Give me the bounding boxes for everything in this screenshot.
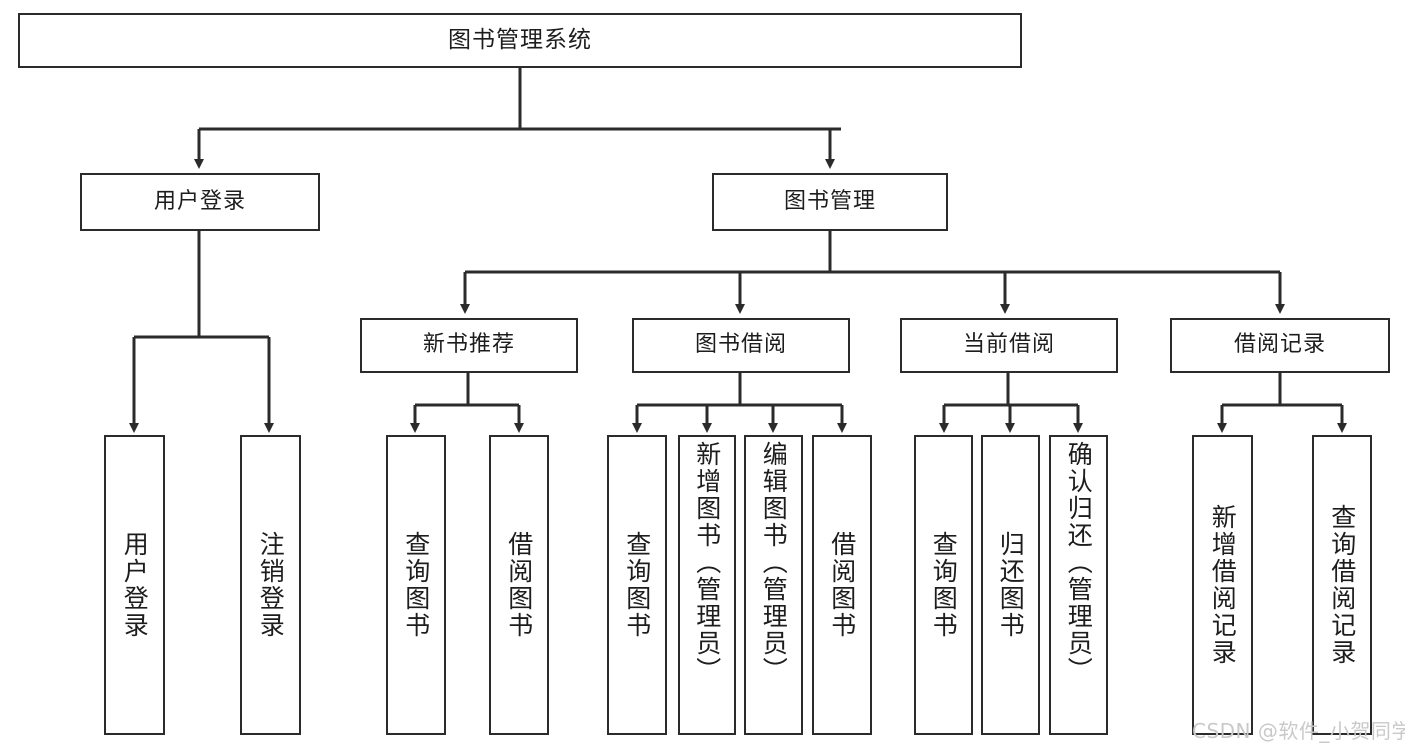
node-leaf-add-book-admin[interactable]: 新增图书（管理员） — [678, 435, 736, 735]
node-leaf-borrow-book-2[interactable]: 借阅图书 — [812, 435, 872, 735]
node-leaf-borrow-book-1[interactable]: 借阅图书 — [489, 435, 549, 735]
node-root[interactable]: 图书管理系统 — [18, 13, 1022, 68]
node-leaf-borrow-book-1-label: 借阅图书 — [504, 531, 534, 639]
node-book-manage[interactable]: 图书管理 — [712, 173, 948, 231]
node-leaf-query-book-1[interactable]: 查询图书 — [386, 435, 446, 735]
node-leaf-borrow-book-2-label: 借阅图书 — [827, 531, 857, 639]
node-leaf-query-book-2-label: 查询图书 — [622, 531, 652, 639]
node-user-login[interactable]: 用户登录 — [80, 173, 320, 231]
node-new-book-recommend-label: 新书推荐 — [422, 332, 515, 358]
node-book-borrow[interactable]: 图书借阅 — [632, 318, 850, 373]
node-leaf-logout[interactable]: 注销登录 — [240, 435, 301, 735]
node-leaf-return-book[interactable]: 归还图书 — [981, 435, 1040, 735]
node-leaf-edit-book-admin-label: 编辑图书（管理员） — [759, 441, 789, 684]
node-leaf-confirm-return-admin[interactable]: 确认归还（管理员） — [1049, 435, 1108, 735]
node-leaf-logout-label: 注销登录 — [256, 531, 286, 639]
node-leaf-add-borrow-record-label: 新增借阅记录 — [1208, 504, 1238, 666]
node-root-label: 图书管理系统 — [448, 26, 592, 53]
node-current-borrow[interactable]: 当前借阅 — [900, 318, 1118, 373]
node-borrow-record-label: 借阅记录 — [1233, 332, 1326, 358]
node-current-borrow-label: 当前借阅 — [962, 332, 1055, 358]
node-leaf-edit-book-admin[interactable]: 编辑图书（管理员） — [744, 435, 803, 735]
node-leaf-query-borrow-record[interactable]: 查询借阅记录 — [1312, 435, 1372, 735]
node-user-login-label: 用户登录 — [153, 188, 246, 214]
node-book-manage-label: 图书管理 — [783, 188, 876, 214]
node-leaf-user-login[interactable]: 用户登录 — [104, 435, 165, 735]
node-leaf-user-login-label: 用户登录 — [120, 531, 150, 639]
node-leaf-query-borrow-record-label: 查询借阅记录 — [1327, 504, 1357, 666]
node-leaf-query-book-2[interactable]: 查询图书 — [607, 435, 667, 735]
node-leaf-add-book-admin-label: 新增图书（管理员） — [692, 441, 722, 684]
node-leaf-query-book-3-label: 查询图书 — [929, 531, 959, 639]
node-leaf-query-book-3[interactable]: 查询图书 — [914, 435, 973, 735]
node-book-borrow-label: 图书借阅 — [694, 332, 787, 358]
node-new-book-recommend[interactable]: 新书推荐 — [360, 318, 578, 373]
watermark: CSDN @软件_小贺同学 — [1192, 719, 1405, 743]
node-leaf-add-borrow-record[interactable]: 新增借阅记录 — [1192, 435, 1253, 735]
node-borrow-record[interactable]: 借阅记录 — [1170, 318, 1390, 373]
node-leaf-query-book-1-label: 查询图书 — [401, 531, 431, 639]
node-leaf-confirm-return-admin-label: 确认归还（管理员） — [1064, 441, 1094, 684]
node-leaf-return-book-label: 归还图书 — [996, 531, 1026, 639]
